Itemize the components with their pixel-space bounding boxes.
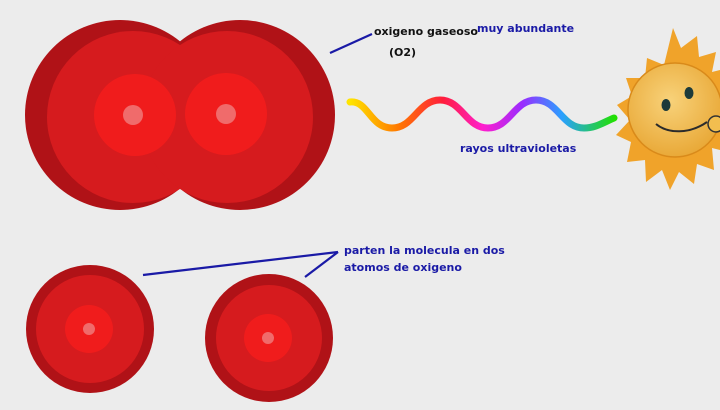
pointer-line-molecule bbox=[329, 32, 373, 55]
oxygen-atom-right bbox=[205, 274, 333, 402]
label-split-line1: parten la molecula en dos bbox=[344, 244, 505, 257]
smiling-sun-icon bbox=[616, 28, 720, 190]
oxygen-atom-left bbox=[26, 265, 154, 393]
label-oxygen-gas: oxigeno gaseoso bbox=[374, 25, 478, 38]
label-formula: (O2) bbox=[389, 46, 417, 59]
uv-wave bbox=[346, 96, 618, 132]
label-abundance: muy abundante bbox=[477, 22, 575, 35]
oxygen-atom-left-core bbox=[94, 74, 176, 156]
label-uv-rays: rayos ultravioletas bbox=[460, 142, 577, 155]
pointer-line-atoms bbox=[142, 250, 339, 277]
oxygen-atom-right-core bbox=[185, 73, 267, 155]
oxygen-molecule bbox=[25, 20, 335, 210]
pointer-line-atoms-2 bbox=[304, 251, 339, 278]
label-split-line2: atomos de oxigeno bbox=[344, 261, 462, 274]
